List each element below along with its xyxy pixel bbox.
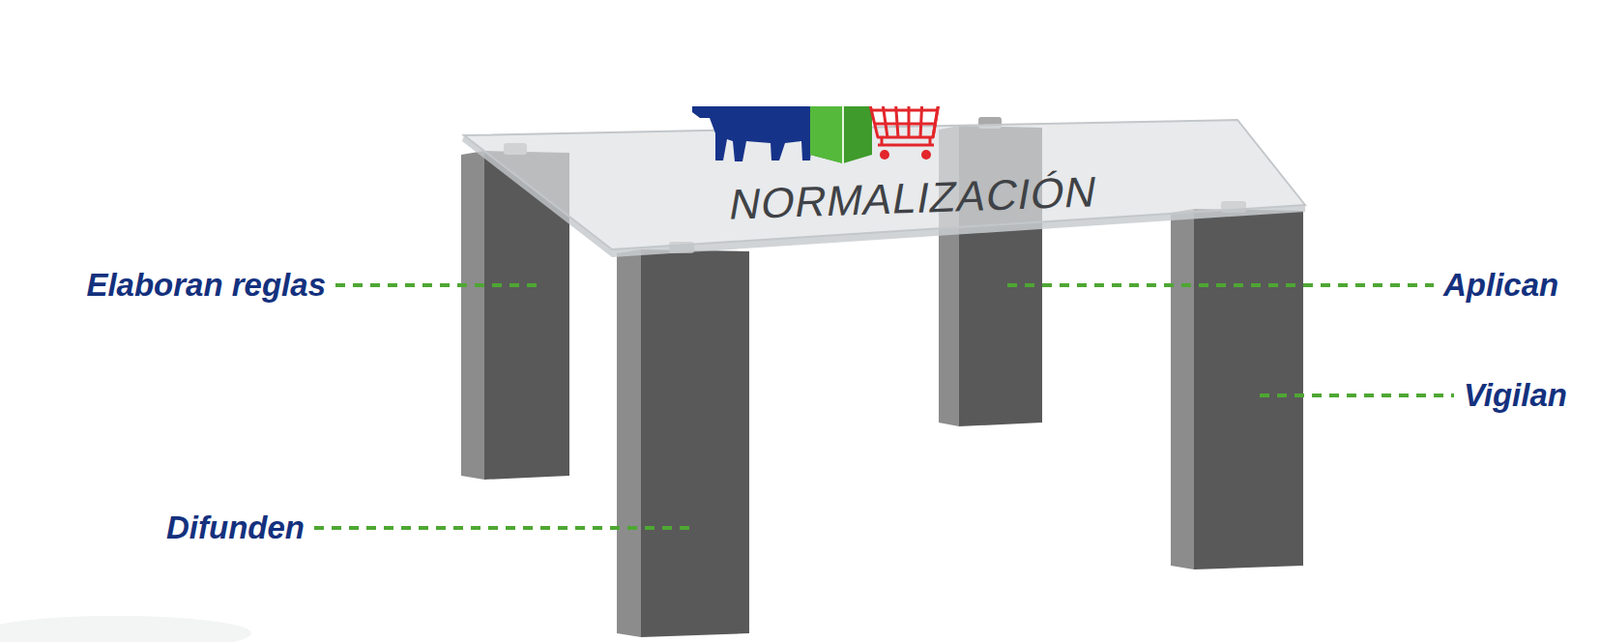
process-label: Vigilan <box>1463 376 1568 415</box>
product-icons <box>692 106 954 164</box>
ground-shadow <box>0 615 252 642</box>
glass-tabletop: NORMALIZACIÓN <box>454 106 1315 262</box>
table-leg <box>616 241 750 638</box>
process-label: Elaboran reglas <box>86 265 326 305</box>
leader-line <box>1259 393 1455 398</box>
leader-line <box>1007 283 1434 288</box>
process-label: Difunden <box>166 508 305 548</box>
process-label: Aplican <box>1443 265 1559 305</box>
leader-line <box>335 283 542 288</box>
leader-line <box>314 525 694 530</box>
leader-lines <box>314 285 1455 528</box>
table-leg <box>1170 201 1304 570</box>
